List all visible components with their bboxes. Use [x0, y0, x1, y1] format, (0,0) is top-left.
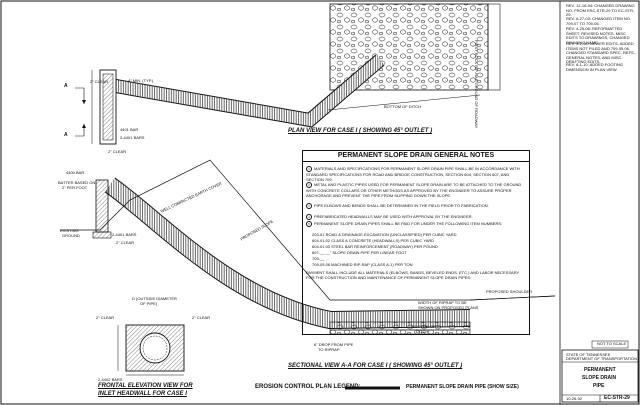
general-notes-box — [302, 150, 530, 335]
revision-1: REV. 12-16-94: CHANGED DRAWING NO. FROM … — [566, 3, 635, 18]
frontal-title-line-2: INLET HEADWALL FOR CASE I — [98, 391, 187, 397]
callout-bottom-ditch-c: DITCH — [416, 329, 429, 334]
callout-batter: BATTER BASED ON — [58, 180, 96, 185]
section-headwall — [92, 179, 112, 239]
pay-item-3: 604-01.03 STEEL BAR REINFORCEMENT (ROADW… — [312, 244, 438, 249]
pay-item-1: 203-01 ROAD & DRAINAGE EXCAVATION (UNCLA… — [312, 232, 457, 237]
legend-item: PERMANENT SLOPE DRAIN PIPE (SHOW SIZE) — [406, 384, 519, 390]
pay-item-5: 709-__ ... — [312, 256, 329, 261]
callout-pipe-diameter: D (OUTSIDE DIAMETER — [132, 296, 177, 301]
tb-title-3: PIPE — [593, 383, 605, 389]
plan-headwall — [75, 69, 117, 145]
general-notes-heading: PERMANENT SLOPE DRAIN GENERAL NOTES — [302, 150, 530, 162]
callout-proposed-shoulder: PROPOSED SHOULDER — [486, 289, 533, 294]
section-mark-a-top: A — [64, 83, 68, 89]
callout-clear-e: 2" CLEAR — [192, 315, 211, 320]
callout-existing-ground: EXISTING — [60, 228, 79, 233]
callout-4401-bar: 4401 BAR — [120, 127, 139, 132]
callout-clear-b: 2" CLEAR — [108, 149, 127, 154]
pay-item-4: 607-__ __" SLOPE DRAIN PIPE PER LINEAR F… — [312, 250, 407, 255]
callout-clear-d: 2" CLEAR — [96, 315, 115, 320]
callout-riprap-width-2: SHOWN ON PROPOSED PLANS — [418, 305, 479, 310]
callout-rock-riprap: FIRST ROCK RIP-RAP GROUND OF ROADWAY — [474, 40, 479, 129]
pay-item-2: 604-01.02 CLASS A CONCRETE (HEADWALLS) P… — [312, 238, 435, 243]
tb-date: 10-26-92 — [566, 396, 583, 401]
callout-existing-ground-2: GROUND — [62, 233, 80, 238]
callout-drop-2: TO RIPRAP — [318, 347, 340, 352]
callout-batter-2: 2" PER FOOT — [62, 185, 88, 190]
callout-4401-bars-b: 2-4401 BARS — [112, 232, 137, 237]
tb-title-1: PERMANENT — [584, 367, 616, 373]
tb-drawing-no: EC-STR-29 — [604, 395, 630, 401]
callout-bottom-ditch: BOTTOM OF DITCH — [384, 104, 422, 109]
not-to-scale: NOT TO SCALE — [597, 341, 627, 346]
section-pipe — [104, 177, 471, 330]
callout-4401-bars: 2-4401 BARS — [120, 135, 145, 140]
revision-5: REV. 8-1-10: ADDED FOOTING DIMENSION IN … — [566, 62, 623, 72]
callout-clear-a: 2" CLEAR — [90, 79, 109, 84]
not-to-scale-box — [591, 340, 629, 349]
frontal-headwall — [117, 324, 185, 376]
tb-dept: DEPARTMENT OF TRANSPORTATION — [566, 356, 638, 361]
callout-pipe-diameter-2: OF PIPE) — [140, 301, 158, 306]
callout-4402-bars: 2-4402 BARS — [98, 377, 123, 382]
tb-title-2: SLOPE DRAIN — [582, 375, 617, 381]
section-mark-a-bottom: A — [64, 132, 68, 138]
revision-3: REV. 4-25-06: REFORMATTED SHEET, REVISED… — [566, 26, 630, 45]
revision-4: REV. 4-1-08: NEWER EDITS, ADDED ITEMS NO… — [566, 41, 636, 65]
callout-drop: 6" DROP FROM PIPE — [314, 342, 354, 347]
frontal-title-line-1: FRONTAL ELEVATION VIEW FOR — [98, 383, 193, 389]
notes-footer: PAYMENT SHALL INCLUDE ALL MATERIALS (ELB… — [306, 270, 520, 280]
pay-item-6: 709-05.06 MACHINED RIP-RAP (CLASS A-1) P… — [312, 262, 413, 267]
revision-2: REV. 6-27-03: CHANGED ITEM NO. 709-07 TO… — [566, 16, 631, 26]
callout-width-typ: 4" MIN. (TYP.) — [128, 78, 154, 83]
plan-view-title: PLAN VIEW FOR CASE I ( SHOWING 45° OUTLE… — [288, 128, 433, 134]
callout-4400-bar: 4400 BAR — [66, 170, 85, 175]
section-view-title: SECTIONAL VIEW A-A FOR CASE I ( SHOWING … — [288, 363, 463, 369]
plan-pipe — [108, 54, 385, 128]
callout-clear-c: 2" CLEAR — [116, 240, 135, 245]
tb-state: STATE OF TENNESSEE — [566, 352, 611, 357]
callout-bottom-ditch-b: BOTTOM OF — [412, 324, 436, 329]
legend-label: EROSION CONTROL PLAN LEGEND: — [255, 384, 361, 390]
callout-riprap-width: WIDTH OF RIPRAP TO BE — [418, 300, 467, 305]
